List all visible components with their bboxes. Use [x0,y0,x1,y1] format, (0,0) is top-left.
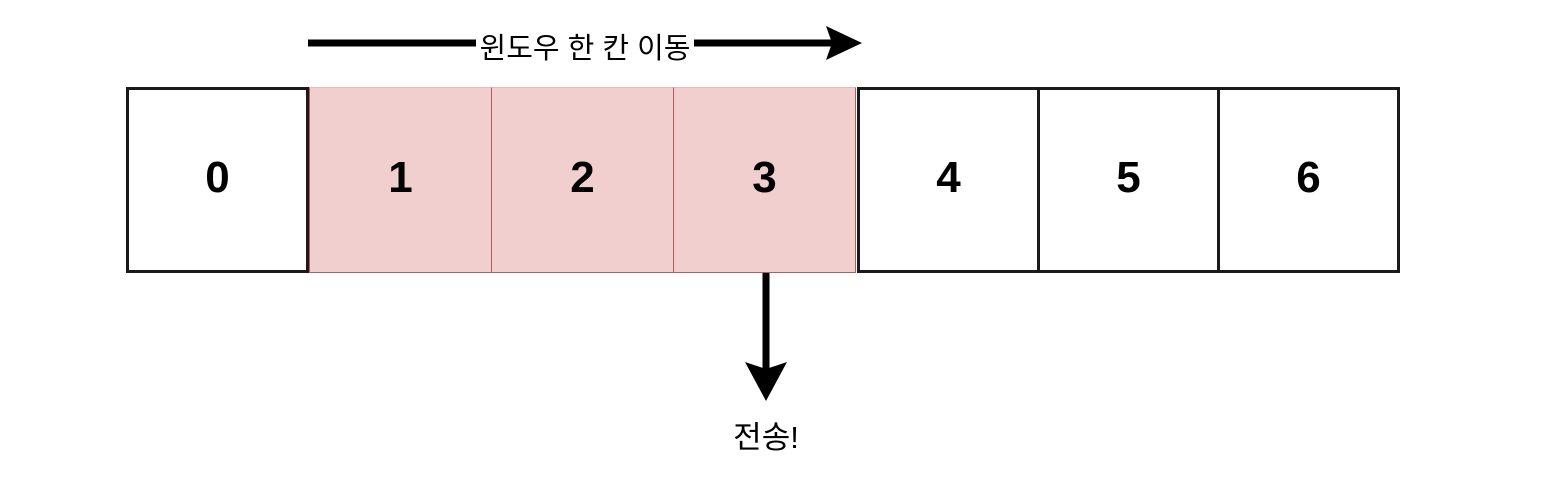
frame-cell-0-label: 0 [205,153,230,202]
frame-cell-4-label: 4 [936,153,961,202]
frame-cell-5-label: 5 [1116,153,1141,202]
frame-cell-3-label: 3 [752,153,777,202]
frame-cell-6-label: 6 [1296,153,1321,202]
transmit-arrow-head [745,362,787,401]
transmit-arrow [745,273,787,401]
frame-cell-5[interactable]: 5 [1037,87,1220,273]
transmit-label: 전송! [733,420,799,455]
window-shift-arrow [308,26,862,60]
frame-cell-0[interactable]: 0 [126,87,309,273]
frame-cell-4[interactable]: 4 [857,87,1040,273]
frame-cell-1-label: 1 [388,153,413,202]
frame-cell-6[interactable]: 6 [1217,87,1400,273]
frame-cell-2-label: 2 [570,153,595,202]
frame-cell-1[interactable]: 1 [309,87,492,273]
frame-sequence: 0 1 2 3 4 5 6 [126,87,1405,273]
frame-cell-3[interactable]: 3 [673,87,856,273]
window-shift-arrow-head [826,26,862,60]
frame-cell-2[interactable]: 2 [491,87,674,273]
